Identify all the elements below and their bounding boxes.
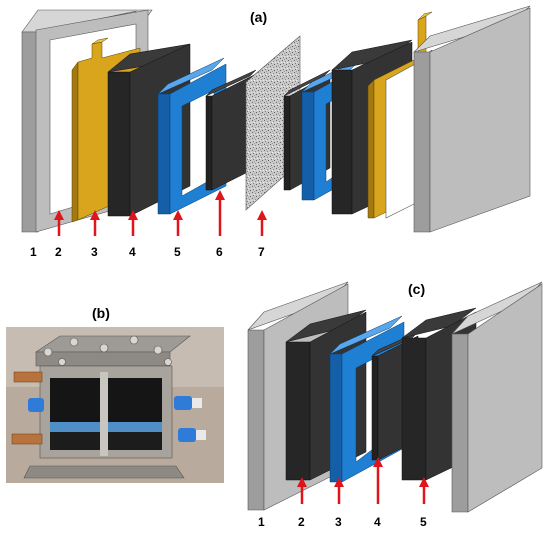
c-arrows: [297, 457, 429, 504]
c-number-5: 5: [420, 515, 427, 529]
a-number-7: 7: [258, 245, 265, 259]
a-number-1: 1: [30, 245, 37, 259]
panel-c-label: (c): [408, 281, 425, 297]
a-number-2: 2: [55, 245, 62, 259]
panel-b-label: (b): [92, 305, 110, 321]
panel-b: (b): [6, 305, 224, 483]
panel-a-label: (a): [250, 9, 267, 25]
c-number-1: 1: [258, 515, 265, 529]
b-cell-photo: [6, 327, 224, 483]
a-arrows: [54, 190, 267, 236]
a-end-plate-right: [413, 5, 531, 233]
a-number-4: 4: [129, 245, 136, 259]
a-number-3: 3: [91, 245, 98, 259]
a-flow-frame-left: [157, 57, 227, 215]
c-number-3: 3: [335, 515, 342, 529]
c-end-plate-right: [451, 281, 543, 513]
a-number-6: 6: [216, 245, 223, 259]
c-number-2: 2: [298, 515, 305, 529]
c-number-4: 4: [374, 515, 381, 529]
a-number-5: 5: [174, 245, 181, 259]
panel-a: (a): [21, 5, 531, 259]
a-porous-electrode-left: [205, 69, 257, 191]
b-bolts: [43, 335, 172, 366]
panel-c: (c): [247, 281, 543, 529]
